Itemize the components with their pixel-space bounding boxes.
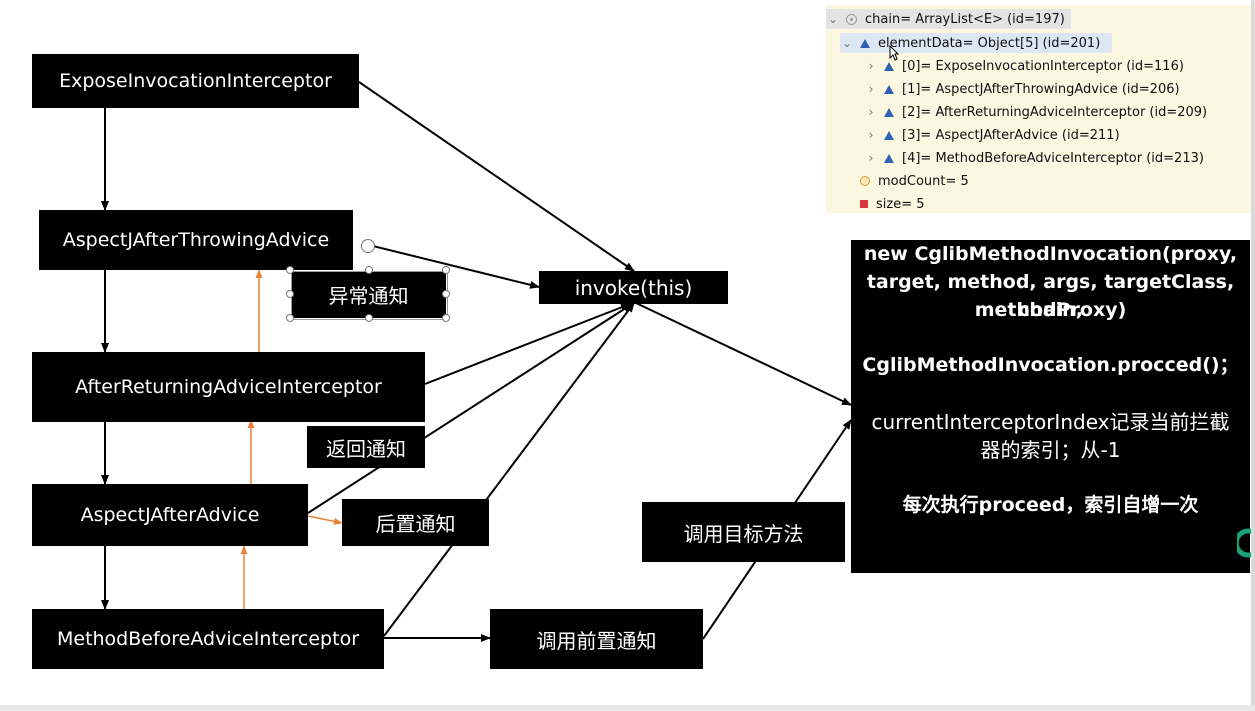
window-edge-bottom (0, 705, 1255, 711)
node-expose-invocation-interceptor[interactable]: ExposeInvocationInterceptor (32, 54, 359, 108)
debug-chain-text: chain= ArrayList<E> (id=197) (865, 11, 1065, 27)
resize-handle-tr[interactable] (442, 266, 450, 274)
chevron-right-icon[interactable]: › (868, 151, 874, 165)
field-icon (860, 38, 870, 48)
debug-row-chain[interactable]: ⌄ chain= ArrayList<E> (id=197) (826, 9, 1071, 29)
rotate-handle[interactable] (361, 239, 375, 253)
debug-item-text: [2]= AfterReturningAdviceInterceptor (id… (902, 104, 1208, 120)
app-logo-icon (1237, 528, 1254, 558)
info-line-6: 器的索引；从-1 (980, 438, 1121, 462)
debug-element-data-text: elementData= Object[5] (id=201) (878, 35, 1101, 51)
node-aspectj-after-throwing-advice[interactable]: AspectJAfterThrowingAdvice (39, 210, 353, 270)
resize-handle-bl[interactable] (286, 314, 294, 322)
arrow-returning-to-invoke (424, 303, 631, 385)
node-invoke-this[interactable]: invoke(this) (539, 271, 728, 304)
arrow-invoke-to-info (635, 302, 852, 406)
chevron-right-icon[interactable]: › (868, 59, 874, 73)
debug-row-size[interactable]: size= 5 (854, 194, 925, 214)
node-after-returning-advice-interceptor[interactable]: AfterReturningAdviceInterceptor (32, 352, 425, 422)
debug-row-mod-count[interactable]: modCount= 5 (854, 171, 969, 191)
debug-mod-count-text: modCount= 5 (878, 173, 969, 189)
arrow-throwing-to-invoke (372, 245, 540, 289)
resize-handle-tl[interactable] (286, 266, 294, 274)
info-line-7: 每次执行proceed，索引自增一次 (902, 494, 1199, 516)
debug-row-item-3[interactable]: › [3]= AspectJAfterAdvice (id=211) (864, 125, 1120, 145)
arrow-orange-after-to-label (307, 515, 343, 525)
int-field-icon (860, 176, 870, 186)
invocation-info-panel: new CglibMethodInvocation(proxy, target,… (851, 240, 1250, 573)
info-line-3: methodProxy) (974, 299, 1127, 321)
info-line-5: currentInterceptorIndex记录当前拦截 (871, 410, 1230, 434)
field-icon (884, 84, 894, 94)
node-method-before-advice-interceptor[interactable]: MethodBeforeAdviceInterceptor (32, 609, 384, 669)
arrow-after-to-invoke (307, 303, 633, 514)
label-call-target-method[interactable]: 调用目标方法 (642, 502, 845, 562)
private-field-icon (860, 200, 868, 208)
label-exception-advice[interactable]: 异常通知 (291, 271, 446, 318)
debug-row-element-data[interactable]: ⌄ elementData= Object[5] (id=201) (840, 33, 1112, 53)
window-edge-right (1251, 0, 1255, 711)
mouse-cursor-icon (889, 45, 899, 61)
field-icon (884, 153, 894, 163)
debugger-variables-panel: ⌄ chain= ArrayList<E> (id=197) ⌄ element… (826, 5, 1252, 213)
chevron-down-icon[interactable]: ⌄ (827, 12, 839, 26)
chevron-right-icon[interactable]: › (868, 82, 874, 96)
debug-item-text: [4]= MethodBeforeAdviceInterceptor (id=2… (902, 150, 1204, 166)
label-returning-advice[interactable]: 返回通知 (307, 426, 425, 468)
label-call-before-advice[interactable]: 调用前置通知 (490, 609, 703, 669)
node-aspectj-after-advice[interactable]: AspectJAfterAdvice (32, 484, 308, 546)
chevron-down-icon[interactable]: ⌄ (841, 36, 853, 50)
resize-handle-mr[interactable] (442, 290, 450, 298)
resize-handle-tm[interactable] (365, 266, 373, 274)
debug-item-text: [1]= AspectJAfterThrowingAdvice (id=206) (902, 81, 1180, 97)
field-icon (884, 61, 894, 71)
debug-item-text: [0]= ExposeInvocationInterceptor (id=116… (902, 58, 1184, 74)
debug-row-item-2[interactable]: › [2]= AfterReturningAdviceInterceptor (… (864, 102, 1208, 122)
info-line-2: target, method, args, targetClass, chain… (866, 271, 1235, 321)
chevron-right-icon[interactable]: › (868, 128, 874, 142)
chevron-right-icon[interactable]: › (868, 105, 874, 119)
resize-handle-ml[interactable] (286, 290, 294, 298)
resize-handle-bm[interactable] (365, 314, 373, 322)
debug-row-item-1[interactable]: › [1]= AspectJAfterThrowingAdvice (id=20… (864, 79, 1180, 99)
info-line-1: new CglibMethodInvocation(proxy, (863, 243, 1238, 265)
debug-item-text: [3]= AspectJAfterAdvice (id=211) (902, 127, 1120, 143)
field-icon (884, 107, 894, 117)
field-icon (884, 130, 894, 140)
resize-handle-br[interactable] (442, 314, 450, 322)
arrow-before-to-invoke (383, 302, 635, 637)
debug-size-text: size= 5 (876, 196, 925, 212)
local-variable-icon (846, 13, 857, 25)
debug-row-item-0[interactable]: › [0]= ExposeInvocationInterceptor (id=1… (864, 56, 1184, 76)
info-line-4: CglibMethodInvocation.procced()； (862, 354, 1239, 376)
label-after-advice[interactable]: 后置通知 (342, 499, 489, 546)
arrow-expose-to-invoke (358, 81, 635, 272)
debug-row-item-4[interactable]: › [4]= MethodBeforeAdviceInterceptor (id… (864, 148, 1204, 168)
